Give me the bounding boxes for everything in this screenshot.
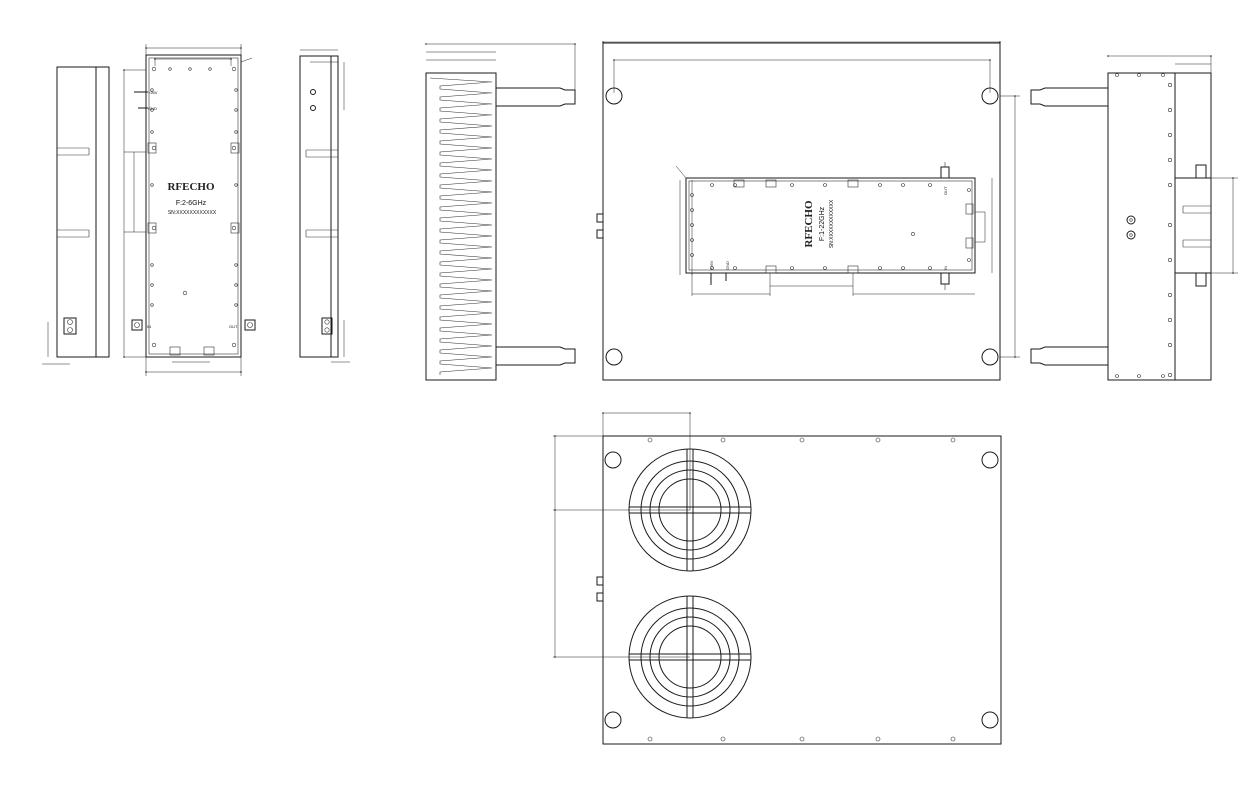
right-serial-label: SN:XXXXXXXXXXXX [829, 199, 835, 248]
left-port-out-label: OUT [229, 324, 238, 329]
right-port-out-label: OUT [943, 186, 948, 195]
left-board-view [123, 44, 256, 376]
dimension-annotations [123, 41, 1234, 658]
left-pin-gnd-label: GND [148, 106, 157, 111]
left-side-view-2 [299, 49, 350, 363]
left-freq-label: F:2-6GHz [176, 200, 207, 207]
right-freq-label: F:1-22GHz [819, 206, 826, 241]
right-brand-label: RFECHO [803, 200, 815, 248]
plate-top-view [596, 41, 1020, 381]
left-port-in-label: IN [147, 324, 151, 329]
right-pin-gnd-label: GND [725, 261, 730, 270]
heatsink-side-view [425, 43, 576, 381]
left-serial-label: SN:XXXXXXXXXXXX [168, 210, 217, 216]
right-port-in-label: IN [943, 266, 948, 270]
left-pin-power-label: +26V [148, 90, 158, 95]
left-brand-label: RFECHO [167, 181, 215, 193]
left-side-view [42, 66, 110, 365]
right-pin-power-label: +26V [709, 260, 714, 270]
fan-plate-view [553, 412, 1002, 745]
right-side-view [1030, 55, 1238, 381]
